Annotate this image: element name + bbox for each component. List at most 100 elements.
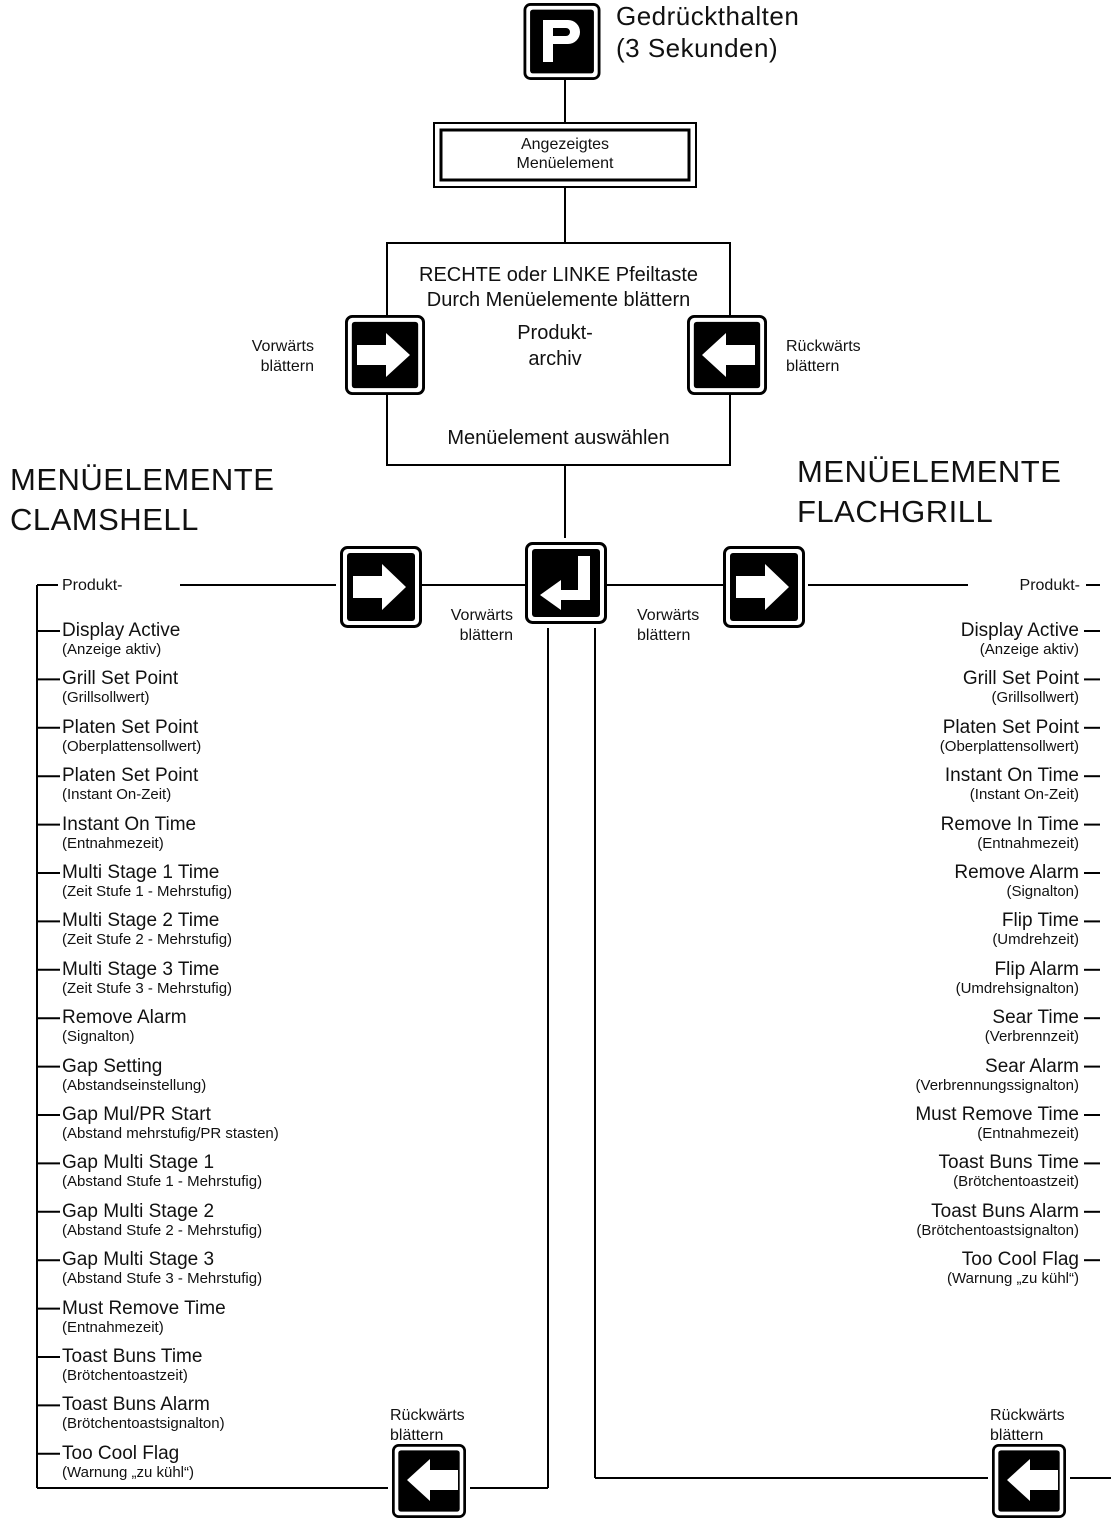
flat-menu-item[interactable]: Remove Alarm(Signalton) [954, 862, 1079, 900]
clamshell-menu-item[interactable]: Remove Alarm(Signalton) [62, 1007, 187, 1045]
menu-item-translation: (Zeit Stufe 1 - Mehrstufig) [62, 883, 233, 900]
clamshell-menu-item[interactable]: Grill Set Point(Grillsollwert) [62, 668, 178, 706]
flachgrill-forward-line1: Vorwärts [637, 607, 700, 624]
flat-menu-item[interactable]: Platen Set Point(Oberplattensollwert) [940, 717, 1079, 755]
menu-item-translation: (Verbrennzeit) [984, 1028, 1079, 1046]
nav-forward-line1: Vorwärts [251, 338, 314, 355]
flachgrill-right-arrow-key-icon[interactable] [723, 546, 805, 628]
nav-instruction-line1: RECHTE oder LINKE Pfeiltaste [419, 264, 698, 286]
flachgrill-heading-line2: FLACHGRILL [797, 494, 994, 529]
flachgrill-forward-line2: blättern [637, 627, 691, 644]
menu-item-translation: (Oberplattensollwert) [939, 737, 1079, 755]
menu-item-translation: (Verbrennungssignalton) [915, 1076, 1079, 1094]
menu-item-name: Toast Buns Alarm [62, 1394, 210, 1416]
clamshell-menu-item[interactable]: Gap Setting(Abstandseinstellung) [62, 1056, 206, 1094]
clamshell-menu-item[interactable]: Display Active(Anzeige aktiv) [62, 620, 180, 658]
flat-menu-item[interactable]: Sear Time(Verbrennzeit) [985, 1007, 1079, 1045]
clamshell-menu-item[interactable]: Platen Set Point(Oberplattensollwert) [62, 717, 201, 755]
menu-item-translation: (Umdrehsignalton) [955, 979, 1079, 997]
flat-menu-item[interactable]: Too Cool Flag(Warnung „zu kühl“) [947, 1249, 1079, 1287]
flat-menu-item[interactable]: Toast Buns Time(Brötchentoastzeit) [939, 1152, 1079, 1190]
flachgrill-left-arrow-key-icon[interactable] [991, 1444, 1067, 1518]
menu-item-name: Grill Set Point [62, 668, 179, 690]
clamshell-menu-item[interactable]: Multi Stage 2 Time(Zeit Stufe 2 - Mehrst… [62, 910, 232, 948]
flat-menu-item[interactable]: Display Active(Anzeige aktiv) [961, 620, 1079, 658]
flachgrill-first-item[interactable]: Produkt- [1019, 577, 1080, 594]
left-arrow-key-icon[interactable] [686, 315, 768, 395]
flat-menu-item[interactable]: Remove In Time(Entnahmezeit) [941, 814, 1079, 852]
clamshell-menu-item[interactable]: Toast Buns Alarm(Brötchentoastsignalton) [62, 1394, 225, 1432]
flat-menu-item[interactable]: Toast Buns Alarm(Brötchentoastsignalton) [916, 1201, 1079, 1239]
clamshell-forward-line1: Vorwärts [450, 607, 513, 624]
menu-item-translation: (Brötchentoastzeit) [953, 1173, 1079, 1191]
flat-menu-item[interactable]: Instant On Time(Instant On-Zeit) [945, 765, 1079, 803]
clamshell-menu-item[interactable]: Gap Multi Stage 3(Abstand Stufe 3 - Mehr… [62, 1249, 262, 1287]
menu-item-name: Gap Setting [62, 1055, 163, 1077]
flat-menu-item[interactable]: Grill Set Point(Grillsollwert) [963, 668, 1079, 706]
menu-item-translation: (Entnahmezeit) [62, 834, 164, 852]
menu-item-name: Toast Buns Time [62, 1346, 203, 1367]
menu-item-name: Toast Buns Alarm [931, 1200, 1079, 1222]
menu-item-name: Sear Time [992, 1007, 1079, 1029]
clamshell-menu-item[interactable]: Platen Set Point(Instant On-Zeit) [62, 765, 198, 803]
nav-back-label: Rückwärts blättern [786, 337, 861, 377]
menu-item-name: Too Cool Flag [961, 1249, 1079, 1271]
menu-item-translation: (Abstand Stufe 1 - Mehrstufig) [62, 1173, 263, 1191]
hold-duration: (3 Sekunden) [616, 33, 779, 63]
enter-key-icon[interactable] [525, 541, 607, 625]
menu-item-translation: (Abstand mehrstufig/PR stasten) [62, 1125, 279, 1142]
clamshell-menu-item[interactable]: Multi Stage 3 Time(Zeit Stufe 3 - Mehrst… [62, 959, 232, 997]
flachgrill-back-line2: blättern [990, 1427, 1044, 1444]
navigation-box [386, 242, 731, 466]
product-archive-line2: archiv [528, 348, 582, 370]
menu-item-name: Remove Alarm [954, 862, 1079, 883]
menu-item-translation: (Anzeige aktiv) [979, 641, 1079, 658]
menu-item-translation: (Entnahmezeit) [62, 1318, 164, 1336]
flachgrill-forward-label: Vorwärts blättern [637, 606, 699, 646]
displayed-item-line2: Menüelement [516, 155, 614, 172]
select-item-label: Menüelement auswählen [447, 427, 670, 449]
clamshell-menu-item[interactable]: Instant On Time(Entnahmezeit) [62, 814, 196, 852]
right-arrow-key-icon[interactable] [344, 315, 426, 395]
menu-item-translation: (Signalton) [62, 1028, 135, 1046]
flat-menu-item[interactable]: Flip Alarm(Umdrehsignalton) [956, 959, 1079, 997]
clamshell-menu-item[interactable]: Gap Mul/PR Start(Abstand mehrstufig/PR s… [62, 1104, 279, 1142]
menu-item-translation: (Zeit Stufe 3 - Mehrstufig) [62, 979, 233, 997]
flat-menu-item[interactable]: Sear Alarm(Verbrennungssignalton) [916, 1056, 1079, 1094]
nav-instruction-line2: Durch Menüelemente blättern [426, 289, 691, 311]
clamshell-first-item[interactable]: Produkt- [62, 577, 123, 594]
menu-item-name: Display Active [62, 620, 181, 641]
menu-item-name: Toast Buns Time [938, 1152, 1079, 1174]
clamshell-menu-item[interactable]: Gap Multi Stage 2(Abstand Stufe 2 - Mehr… [62, 1201, 262, 1239]
menu-item-translation: (Umdrehzeit) [992, 931, 1079, 949]
clamshell-left-arrow-key-icon[interactable] [391, 1444, 467, 1518]
clamshell-menu-item[interactable]: Gap Multi Stage 1(Abstand Stufe 1 - Mehr… [62, 1152, 262, 1190]
menu-item-name: Gap Multi Stage 1 [62, 1152, 215, 1174]
clamshell-right-arrow-key-icon[interactable] [340, 546, 422, 628]
clamshell-menu-item[interactable]: Toast Buns Time(Brötchentoastzeit) [62, 1346, 202, 1384]
menu-item-translation: (Grillsollwert) [991, 689, 1080, 707]
flat-menu-item[interactable]: Flip Time(Umdrehzeit) [992, 910, 1079, 948]
displayed-item-label: Angezeigtes Menüelement [441, 135, 689, 173]
flat-menu-item[interactable]: Must Remove Time(Entnahmezeit) [915, 1104, 1079, 1142]
menu-item-name: Must Remove Time [915, 1104, 1079, 1125]
nav-forward-label: Vorwärts blättern [200, 337, 314, 377]
displayed-item-box [433, 122, 697, 188]
menu-item-translation: (Signalton) [1006, 883, 1079, 900]
menu-item-name: Must Remove Time [62, 1297, 226, 1319]
menu-item-name: Remove Alarm [62, 1007, 187, 1029]
clamshell-menu-item[interactable]: Must Remove Time(Entnahmezeit) [62, 1298, 226, 1336]
menu-item-name: Platen Set Point [942, 716, 1079, 738]
p-key-icon[interactable] [523, 3, 601, 80]
menu-item-name: Gap Mul/PR Start [62, 1104, 211, 1125]
nav-back-line2: blättern [786, 358, 840, 375]
menu-item-translation: (Entnahmezeit) [977, 1125, 1079, 1142]
menu-item-name: Platen Set Point [62, 716, 199, 738]
menu-item-name: Multi Stage 3 Time [62, 958, 220, 980]
flachgrill-back-line1: Rückwärts [990, 1407, 1065, 1424]
menu-item-name: Too Cool Flag [62, 1442, 180, 1464]
menu-item-name: Instant On Time [62, 813, 197, 835]
clamshell-menu-item[interactable]: Multi Stage 1 Time(Zeit Stufe 1 - Mehrst… [62, 862, 232, 900]
clamshell-menu-item[interactable]: Too Cool Flag(Warnung „zu kühl“) [62, 1443, 194, 1481]
